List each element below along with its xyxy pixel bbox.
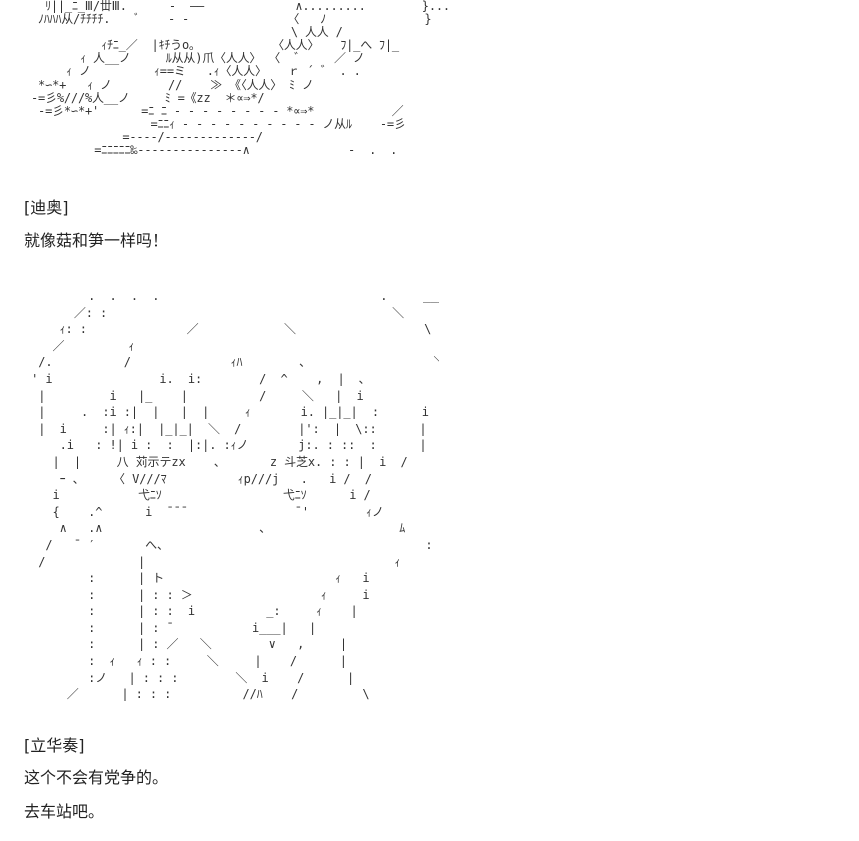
speaker-label-kanade: [立华奏]	[24, 736, 85, 755]
speaker-label-dio: [迪奥]	[24, 198, 69, 217]
ascii-art-dio-scene: ﾘ||_ﾆ_Ⅲ/丗Ⅲ. ‐ ―― ∧......... }.......ノ ﾉﾊ…	[31, 0, 448, 158]
dialogue-line-dio: 就像菇和笋一样吗！	[24, 231, 169, 250]
ascii-art-kanade-face: . . . . . ___ノ ／: : ＼ ｨ: : ／ ＼ \ ／ ｨ	[31, 289, 439, 702]
dialogue-line-kanade-1: 这个不会有党争的。	[24, 768, 169, 787]
dialogue-line-kanade-2: 去车站吧。	[24, 802, 105, 821]
